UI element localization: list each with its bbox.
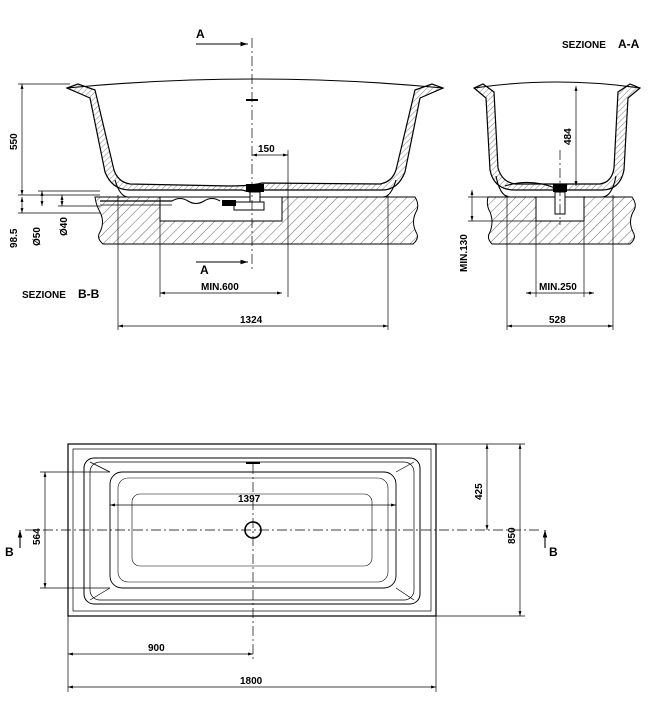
section-aa: SEZIONE A-A 484 MIN.130 MIN.250 528	[459, 37, 642, 330]
dim-900: 900	[148, 643, 165, 654]
dim-98-5: 98.5	[9, 228, 20, 248]
dim-425: 425	[474, 483, 485, 500]
dim-1800: 1800	[240, 676, 263, 687]
dim-484: 484	[563, 128, 574, 145]
dim-550: 550	[9, 133, 20, 150]
plan-view: B B 1397 564 425 850 900 1800	[5, 443, 558, 692]
cut-marker-b-right: B	[549, 545, 558, 559]
section-aa-title: SEZIONE	[562, 40, 606, 51]
section-aa-code: A-A	[618, 37, 640, 51]
section-bb: A A 550 98.5 Ø50 Ø40 150 MIN.600 1324	[9, 27, 445, 330]
cut-marker-a-top: A	[196, 27, 205, 41]
dim-150: 150	[258, 144, 275, 155]
plan-inner-rim	[83, 457, 421, 605]
cut-marker-a-bottom: A	[200, 263, 209, 277]
dim-min-130: MIN.130	[459, 234, 470, 272]
dim-min-600: MIN.600	[201, 282, 239, 293]
dim-528: 528	[549, 315, 566, 326]
section-bb-title: SEZIONE	[22, 290, 66, 301]
dim-pipe-40: Ø40	[59, 217, 70, 236]
dim-pipe-50: Ø50	[32, 227, 43, 246]
dim-564: 564	[32, 528, 43, 545]
tub-rim-bb	[66, 78, 444, 89]
tub-shell-bb	[65, 83, 445, 193]
drain-assembly-bb	[100, 184, 265, 211]
tub-shell-aa	[472, 83, 642, 191]
dim-1324: 1324	[240, 315, 263, 326]
dim-1397: 1397	[238, 494, 261, 505]
section-bb-code: B-B	[78, 287, 100, 301]
tub-foot-right-bb	[375, 179, 397, 198]
dim-min-250: MIN.250	[539, 282, 577, 293]
cut-marker-b-left: B	[5, 545, 14, 559]
dim-850: 850	[507, 527, 518, 544]
